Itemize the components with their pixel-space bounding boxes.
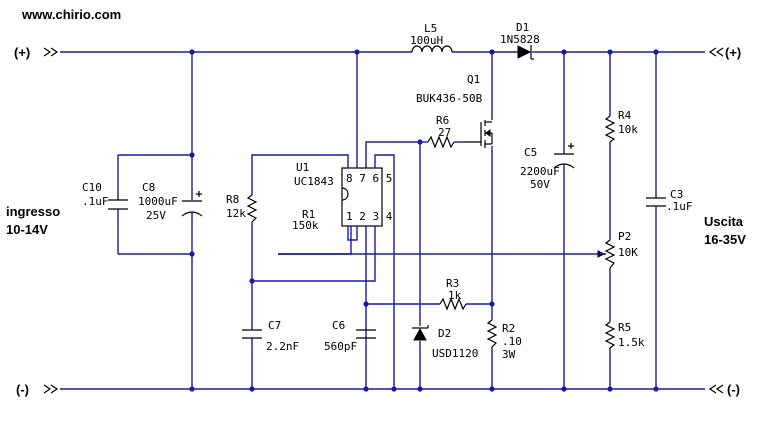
mosfet-q1 — [462, 120, 493, 148]
positive-rail — [43, 47, 724, 57]
input-label: ingresso — [6, 204, 60, 219]
site-label: www.chirio.com — [21, 7, 121, 22]
c8-ref: C8 — [142, 181, 155, 194]
c10-ref: C10 — [82, 181, 102, 194]
c10-value: .1uF — [82, 195, 109, 208]
d2-value: USD1120 — [432, 347, 478, 360]
d2-ref: D2 — [438, 327, 451, 340]
c3-ref: C3 — [670, 188, 683, 201]
u1-pins-top: 8 7 6 5 — [346, 172, 392, 185]
negative-terminal-left: (-) — [16, 382, 29, 397]
r5-ref: R5 — [618, 321, 631, 334]
r2-ref: R2 — [502, 322, 515, 335]
d1-ref: D1 — [516, 21, 529, 34]
u1-value: UC1843 — [294, 175, 334, 188]
u1-wiring — [251, 52, 606, 389]
d1-value: 1N5828 — [500, 33, 540, 46]
c3-value: .1uF — [666, 200, 693, 213]
potentiometer-p2 — [597, 239, 616, 269]
u1-ref: U1 — [296, 161, 309, 174]
r8-ref: R8 — [226, 193, 239, 206]
c6-value: 560pF — [324, 340, 357, 353]
p2-ref: P2 — [618, 230, 631, 243]
positive-terminal-left: (+) — [14, 45, 30, 60]
r4-value: 10k — [618, 123, 638, 136]
r1-value: 150k — [292, 219, 319, 232]
capacitor-c5 — [553, 52, 575, 389]
inductor-l5 — [411, 45, 453, 53]
positive-terminal-right: (+) — [725, 45, 741, 60]
r5-value: 1.5k — [618, 336, 645, 349]
r4-ref: R4 — [618, 109, 632, 122]
diode-d1 — [517, 45, 534, 60]
u1-pins-bottom: 1 2 3 4 — [346, 210, 393, 223]
c7-value: 2.2nF — [266, 340, 299, 353]
junction-dots — [189, 49, 659, 392]
r6-ref: R6 — [436, 114, 449, 127]
r2-value: .10 — [502, 335, 522, 348]
output-label: Uscita — [704, 214, 744, 229]
resistor-r3 — [366, 297, 492, 311]
r3-value: 1k — [448, 289, 462, 302]
resistor-r8 — [246, 194, 258, 223]
c5-value: 2200uF — [520, 165, 560, 178]
c8-value: 1000uF — [138, 195, 178, 208]
r6-value: 27 — [438, 126, 451, 139]
l5-value: 100uH — [410, 34, 443, 47]
capacitor-c6 — [356, 329, 376, 339]
r3-ref: R3 — [446, 277, 459, 290]
capacitor-c7 — [242, 320, 262, 389]
q1-value: BUK436-50B — [416, 92, 483, 105]
p2-value: 10K — [618, 246, 638, 259]
r1-ref: R1 — [302, 208, 315, 221]
c5-ref: C5 — [524, 146, 537, 159]
output-range: 16-35V — [704, 232, 746, 247]
negative-terminal-right: (-) — [727, 382, 740, 397]
resistor-r5 — [604, 321, 616, 349]
input-capacitor-network — [117, 52, 193, 389]
c7-ref: C7 — [268, 319, 281, 332]
c5-rating: 50V — [530, 178, 550, 191]
resistor-r2 — [486, 319, 498, 348]
c8-rating: 25V — [146, 209, 166, 222]
r8-value: 12k — [226, 207, 246, 220]
capacitor-c8 — [181, 191, 203, 217]
capacitor-c3 — [646, 52, 666, 389]
capacitor-c10 — [108, 199, 128, 210]
l5-ref: L5 — [424, 22, 437, 35]
negative-rail — [43, 384, 724, 394]
resistor-r4 — [604, 115, 616, 143]
q1-ref: Q1 — [467, 73, 480, 86]
diode-d2 — [412, 142, 429, 389]
ic-u1 — [341, 167, 383, 227]
c6-ref: C6 — [332, 319, 345, 332]
r2-rating: 3W — [502, 348, 516, 361]
input-range: 10-14V — [6, 222, 48, 237]
